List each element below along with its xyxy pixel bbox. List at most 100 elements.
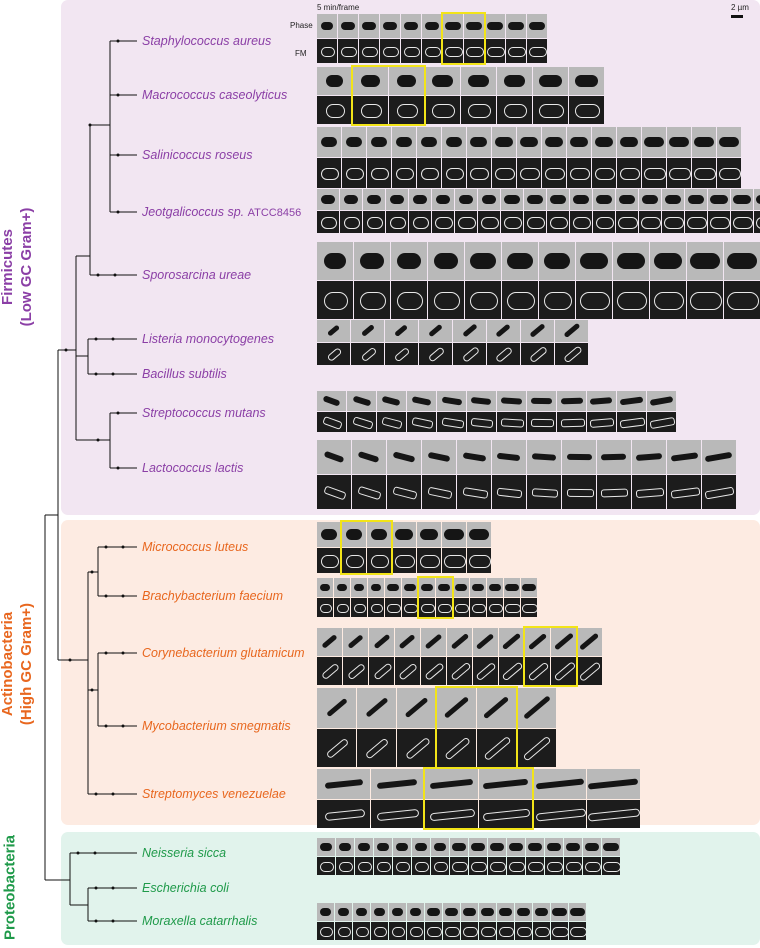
fluorescence-frame [395, 657, 420, 685]
rod-cell [424, 633, 443, 650]
fluorescence-frame [359, 39, 379, 63]
coccus-cell [355, 908, 368, 916]
phase-frame [317, 242, 353, 280]
coccus-cell [454, 584, 468, 591]
fluorescence-frame [527, 39, 547, 63]
coccus-cell [503, 104, 528, 118]
fluorescence-frame [392, 158, 416, 188]
tree-node [90, 688, 94, 692]
highlight-box [417, 576, 454, 619]
coccus-cell [481, 195, 497, 204]
rod-cell [461, 323, 478, 338]
coccus-cell [370, 529, 388, 540]
rod-cell [365, 697, 388, 718]
phase-frame [437, 391, 466, 411]
coccus-cell [396, 292, 424, 310]
tree-node [116, 411, 120, 415]
coccus-cell [361, 104, 382, 118]
tree-node [121, 594, 125, 598]
fluorescence-frame [754, 211, 760, 233]
phase-frame [639, 189, 661, 210]
coccus-cell [480, 908, 494, 916]
coccus-cell [320, 927, 333, 937]
fluorescence-frame [617, 412, 646, 432]
phase-frame [317, 769, 370, 799]
rod-cell [398, 662, 419, 681]
species-label: Salinicoccus roseus [142, 148, 252, 162]
cell-chain [411, 416, 434, 430]
rod-cell [579, 632, 600, 651]
coccus-cell [344, 195, 358, 204]
phase-frame [525, 628, 550, 656]
coccus-cell [435, 217, 453, 229]
phase-frame [754, 189, 760, 210]
phase-frame [597, 440, 631, 474]
coccus-cell [346, 167, 364, 181]
rod-cell [404, 696, 429, 719]
cell-chain [635, 452, 663, 462]
phase-frame [527, 14, 547, 38]
cell-chain [649, 396, 674, 406]
phase-frame [487, 320, 520, 342]
cell-chain [471, 417, 494, 429]
phase-frame [389, 903, 406, 921]
coccus-cell [463, 908, 476, 916]
fluorescence-frame [551, 657, 576, 685]
species-label: Mycobacterium smegmatis [142, 719, 291, 733]
fluorescence-frame [539, 281, 575, 319]
coccus-cell [338, 927, 351, 937]
coccus-cell [505, 604, 520, 613]
rod-cell [321, 662, 340, 681]
coccus-cell [320, 843, 332, 851]
species-name: Brachybacterium faecium [142, 589, 284, 603]
coccus-cell [362, 46, 378, 58]
phase-frame [569, 67, 604, 95]
coccus-cell [366, 217, 384, 229]
cell-chain [500, 418, 524, 428]
phase-frame [492, 440, 526, 474]
phase-frame [436, 578, 452, 597]
coccus-cell [580, 292, 610, 310]
coccus-cell [534, 927, 550, 937]
phase-frame [497, 67, 532, 95]
phase-frame [317, 127, 341, 157]
cell-chain [471, 396, 492, 406]
coccus-cell [376, 862, 392, 872]
phase-frame [385, 320, 418, 342]
tree-node [116, 466, 120, 470]
fluorescence-frame [551, 922, 568, 940]
coccus-cell [619, 136, 639, 148]
fluorescence-frame [731, 211, 753, 233]
coccus-cell [471, 843, 485, 851]
cell-chain [560, 397, 583, 405]
coccus-cell [594, 136, 614, 148]
phase-frame [407, 903, 424, 921]
fluorescence-frame [564, 857, 582, 875]
phase-frame [317, 688, 356, 728]
phase-frame [374, 838, 392, 856]
phase-frame [317, 838, 335, 856]
coccus-cell [445, 21, 461, 31]
coccus-cell [421, 584, 433, 591]
coccus-cell [732, 217, 753, 229]
tree-node [104, 651, 108, 655]
fluorescence-frame [443, 922, 460, 940]
fluorescence-frame [317, 412, 346, 432]
phase-frame [351, 578, 367, 597]
fluorescence-frame [504, 598, 520, 617]
fluorescence-frame [562, 475, 596, 509]
cell-chain [635, 487, 665, 499]
fluorescence-frame [377, 412, 406, 432]
coccus-cell [414, 843, 428, 851]
phase-frame [551, 903, 568, 921]
phase-frame [334, 578, 350, 597]
fluorescence-frame [453, 598, 469, 617]
cell-chain [705, 451, 733, 463]
fluorescence-frame [317, 657, 342, 685]
tree-node [94, 337, 98, 341]
rod-cell [365, 737, 390, 760]
phase-frame [355, 838, 373, 856]
coccus-cell [552, 927, 568, 937]
phase-frame [450, 838, 468, 856]
phase-frame [443, 14, 463, 38]
